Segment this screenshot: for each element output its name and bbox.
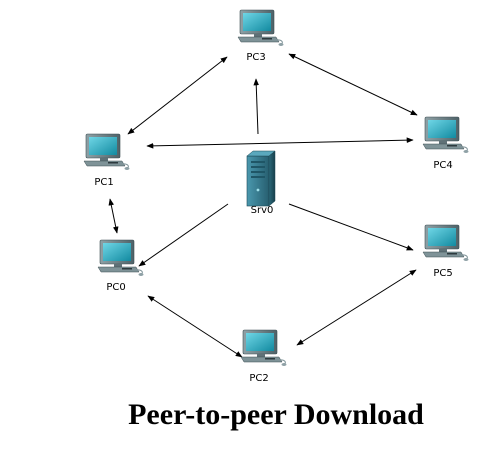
diagram-caption: Peer-to-peer Download bbox=[128, 398, 424, 431]
node-label-pc5: PC5 bbox=[433, 268, 452, 279]
node-pc2[interactable]: PC2 bbox=[240, 329, 287, 384]
computer-icon bbox=[240, 329, 287, 366]
edge-srv0-pc3 bbox=[253, 78, 260, 135]
edge-pc1-pc0 bbox=[108, 198, 119, 234]
node-srv0[interactable]: Srv0 bbox=[246, 150, 276, 216]
node-label-pc4: PC4 bbox=[433, 160, 452, 171]
edges-layer bbox=[108, 53, 418, 358]
computer-icon bbox=[97, 239, 144, 276]
node-pc3[interactable]: PC3 bbox=[237, 9, 284, 63]
node-pc5[interactable]: PC5 bbox=[422, 224, 469, 279]
edge-srv0-pc5 bbox=[288, 203, 414, 251]
edge-pc0-pc2 bbox=[147, 295, 243, 358]
computer-icon bbox=[237, 9, 284, 46]
node-label-srv0: Srv0 bbox=[251, 205, 274, 216]
edge-pc3-pc4 bbox=[288, 53, 418, 116]
edge-pc1-pc4 bbox=[146, 137, 414, 149]
edge-pc1-pc3 bbox=[127, 56, 228, 135]
node-label-pc2: PC2 bbox=[249, 373, 268, 384]
node-label-pc1: PC1 bbox=[94, 177, 113, 188]
node-label-pc0: PC0 bbox=[106, 282, 125, 293]
computer-icon bbox=[422, 224, 469, 261]
edge-srv0-pc0 bbox=[138, 203, 229, 267]
node-pc1[interactable]: PC1 bbox=[83, 133, 130, 188]
server-icon bbox=[246, 150, 276, 207]
node-pc0[interactable]: PC0 bbox=[97, 239, 144, 293]
edge-pc2-pc5 bbox=[296, 269, 417, 346]
computer-icon bbox=[83, 133, 130, 170]
computer-icon bbox=[422, 116, 469, 153]
node-pc4[interactable]: PC4 bbox=[422, 116, 469, 171]
node-label-pc3: PC3 bbox=[246, 52, 265, 63]
